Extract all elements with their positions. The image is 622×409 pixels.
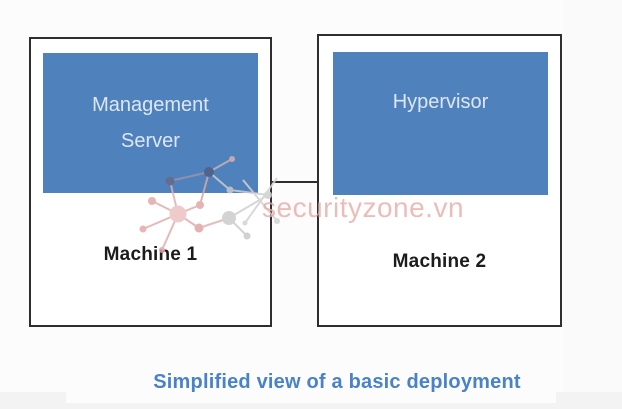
watermark-text: securityzone.vn: [262, 192, 465, 223]
background-bottom-strip: [0, 403, 622, 409]
management-server-label-line2: Server: [121, 130, 180, 152]
hypervisor-label: Hypervisor: [392, 91, 489, 113]
management-server-box: Management Server: [43, 53, 258, 193]
hypervisor-box: Hypervisor: [333, 52, 548, 195]
management-server-label-line1: Management: [92, 94, 209, 116]
machine-1-label: Machine 1: [103, 244, 198, 265]
machine-1-box: Management Server Machine 1: [29, 37, 272, 327]
connector-line: [272, 181, 317, 183]
background-right-margin: [563, 0, 622, 409]
diagram-caption: Simplified view of a basic deployment: [153, 371, 521, 393]
machine-2-label: Machine 2: [392, 251, 487, 272]
machine-2-box: Hypervisor Machine 2: [317, 34, 562, 327]
